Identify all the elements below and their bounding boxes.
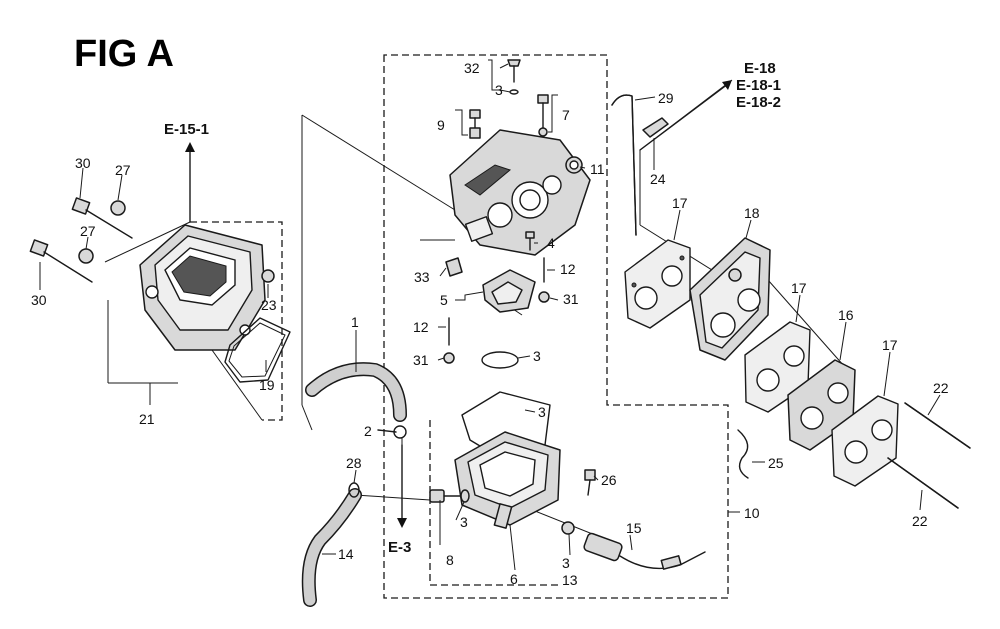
vent-tube-29 — [611, 94, 637, 236]
callout-26: 26 — [601, 472, 617, 488]
callout-21: 21 — [139, 411, 155, 427]
nut-23 — [261, 269, 275, 283]
callout-28: 28 — [346, 455, 362, 471]
ref-e3: E-3 — [388, 539, 411, 556]
callout-9: 9 — [437, 117, 445, 133]
callout-3-oring: 3 — [533, 348, 541, 364]
arrow-e18 — [639, 80, 732, 151]
air-cleaner-gasket-inner — [228, 322, 286, 378]
callout-16: 16 — [838, 307, 854, 323]
washer-3-solenoid — [561, 521, 575, 535]
callout-24: 24 — [650, 171, 666, 187]
callout-10: 10 — [744, 505, 760, 521]
arrow-e15-1 — [185, 142, 195, 223]
callout-17-c: 17 — [882, 337, 898, 353]
callout-27-upper: 27 — [115, 162, 131, 178]
float-bowl-group-outline — [429, 420, 560, 586]
stud-22-upper — [904, 402, 971, 449]
nut-27-upper — [110, 200, 126, 216]
callout-30-upper: 30 — [75, 155, 91, 171]
gasket-17-c — [831, 395, 899, 487]
fitting-24 — [642, 117, 669, 138]
callout-22-lower: 22 — [912, 513, 928, 529]
carburetor-body — [449, 129, 591, 256]
air-cleaner-case — [139, 224, 266, 351]
o-ring-3 — [481, 351, 519, 369]
callout-14: 14 — [338, 546, 354, 562]
breather-hose — [305, 362, 407, 422]
callout-5: 5 — [440, 292, 448, 308]
callout-2: 2 — [364, 423, 372, 439]
gasket-17-b — [744, 321, 811, 413]
screw-32 — [507, 59, 521, 95]
fuel-tube-14 — [301, 488, 362, 607]
fuel-cut-solenoid-15 — [583, 532, 706, 570]
callout-7: 7 — [562, 107, 570, 123]
ref-e18: E-18 — [744, 60, 776, 77]
callout-12-lower: 12 — [413, 319, 429, 335]
ref-e18-2: E-18-2 — [736, 94, 781, 111]
callout-11: 11 — [590, 161, 605, 177]
ring-11 — [565, 156, 583, 174]
screw-26 — [584, 469, 596, 496]
callout-4: 4 — [547, 235, 555, 251]
callout-17-a: 17 — [672, 195, 688, 211]
callout-27-lower: 27 — [80, 223, 96, 239]
float-5 — [482, 269, 536, 313]
callout-6: 6 — [510, 571, 518, 587]
screw-31-lower — [443, 352, 455, 364]
callout-connectors — [39, 59, 941, 571]
callout-17-b: 17 — [791, 280, 807, 296]
callout-3-gasket: 3 — [538, 404, 546, 420]
callout-3-solenoid: 3 — [562, 555, 570, 571]
callout-3-top: 3 — [495, 82, 503, 98]
float-chamber — [454, 431, 561, 529]
drain-bolt-8 — [429, 489, 461, 503]
bolt-30-lower — [29, 239, 93, 283]
callout-13: 13 — [562, 572, 578, 588]
nut-27-lower — [78, 248, 94, 264]
ref-e15-1: E-15-1 — [164, 121, 209, 138]
callout-25: 25 — [768, 455, 784, 471]
stud-22-lower — [887, 457, 959, 509]
ref-e18-1: E-18-1 — [736, 77, 781, 94]
callout-31-right: 31 — [563, 291, 579, 307]
air-cleaner-gasket — [224, 317, 291, 383]
callout-32: 32 — [464, 60, 480, 76]
insulator-18 — [689, 237, 771, 361]
callout-30-lower: 30 — [31, 292, 47, 308]
washer-3-drain — [460, 489, 470, 503]
carburetor-group-outline — [383, 54, 729, 599]
screw-9 — [469, 109, 481, 139]
callout-31-lower: 31 — [413, 352, 429, 368]
callout-12-upper: 12 — [560, 261, 576, 277]
air-cleaner-group-outline — [190, 221, 283, 421]
callout-3-drain: 3 — [460, 514, 468, 530]
callout-8: 8 — [446, 552, 454, 568]
callout-23: 23 — [261, 297, 277, 313]
callout-22-upper: 22 — [933, 380, 949, 396]
callout-29: 29 — [658, 90, 674, 106]
screw-31-right — [538, 291, 550, 303]
bolt-30-upper — [71, 197, 133, 239]
arrow-e3 — [397, 444, 407, 528]
callout-1: 1 — [351, 314, 359, 330]
callout-15: 15 — [626, 520, 642, 536]
clip-2-leader — [377, 429, 397, 433]
figure-title: FIG A — [74, 33, 174, 75]
spring-33 — [445, 257, 463, 277]
gasket-17-a — [624, 239, 691, 329]
callout-18: 18 — [744, 205, 760, 221]
callout-33: 33 — [414, 269, 430, 285]
screw-7 — [537, 94, 549, 137]
needle-4 — [525, 231, 535, 251]
callout-19: 19 — [259, 377, 275, 393]
clip-25 — [737, 429, 749, 479]
callout-numbers: 32 3 9 7 11 29 24 4 12 31 33 5 12 31 3 3… — [31, 60, 949, 588]
